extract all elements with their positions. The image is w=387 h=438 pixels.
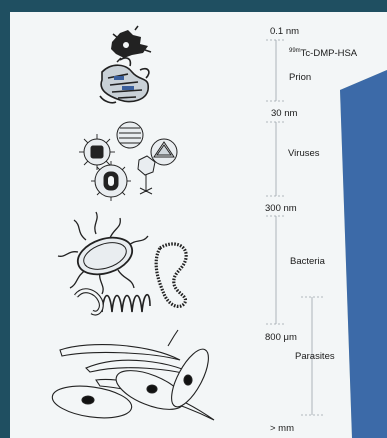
parasites-label: Parasites bbox=[295, 351, 335, 362]
scale-mark-gt-mm: > mm bbox=[270, 423, 294, 434]
viruses-label: Viruses bbox=[288, 148, 320, 159]
tracer-name: Tc-DMP-HSA bbox=[301, 48, 357, 59]
scale-mark-0-1-nm: 0.1 nm bbox=[270, 26, 299, 37]
bacteria-label: Bacteria bbox=[290, 256, 325, 267]
scale-mark-30-nm: 30 nm bbox=[271, 108, 297, 119]
tracer-isotope: 99m bbox=[289, 48, 301, 54]
scale-mark-300-nm: 300 nm bbox=[265, 203, 297, 214]
prion-label: Prion bbox=[289, 72, 311, 83]
tracer-label: 99mTc-DMP-HSA bbox=[289, 48, 357, 59]
scale-mark-800-um: 800 μm bbox=[265, 332, 297, 343]
